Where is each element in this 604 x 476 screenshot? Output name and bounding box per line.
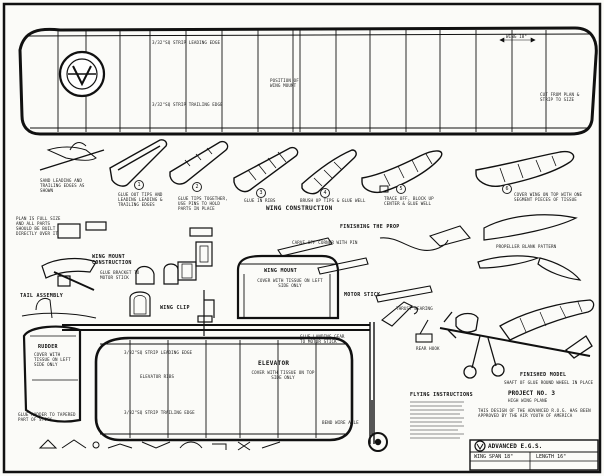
step1-frame bbox=[109, 139, 168, 187]
wing-mount-side-view bbox=[236, 254, 340, 320]
wing-mount-position-label: POSITION OF WING MOUNT bbox=[270, 78, 299, 88]
motor-stick bbox=[62, 322, 375, 444]
motor-stick-title: MOTOR STICK bbox=[344, 292, 381, 298]
length-spec: LENGTH 16" bbox=[536, 454, 567, 460]
main-wing-plan bbox=[18, 26, 598, 136]
project-note: HIGH WING PLANE bbox=[508, 398, 548, 403]
elevator-outline bbox=[94, 336, 354, 442]
plan-note: PLAN IS FULL SIZE AND ALL PARTS SHOULD B… bbox=[16, 216, 61, 236]
elevator-title: ELEVATOR bbox=[258, 360, 290, 367]
wing-mount-note: COVER WITH TISSUE ON LEFT SIDE ONLY bbox=[257, 278, 323, 288]
carve-prop-label: CARVE OFF CORNER WITH PIN bbox=[292, 240, 358, 245]
step-2-marker: 2 bbox=[192, 182, 202, 192]
step4-frame bbox=[301, 149, 357, 195]
glue-landing-gear-label: GLUE LANDING GEAR TO MOTOR STICK bbox=[300, 334, 345, 344]
sanding-hand-illustration bbox=[39, 142, 105, 171]
rudder-note: COVER WITH TISSUE ON LEFT SIDE ONLY bbox=[34, 352, 71, 367]
project-number: PROJECT NO. 3 bbox=[508, 390, 555, 397]
bend-axle-label: BEND WIRE AXLE bbox=[322, 420, 359, 425]
step-5-marker: 5 bbox=[396, 184, 406, 194]
step3-frame bbox=[233, 146, 299, 193]
air-youth-seal bbox=[58, 50, 106, 98]
wing-span-label: WING 18" bbox=[506, 34, 527, 39]
wing-span-spec: WING SPAN 18" bbox=[474, 454, 514, 460]
flying-instructions-title: FLYING INSTRUCTIONS bbox=[410, 392, 473, 398]
approval-credit: THIS DESIGN OF THE ADVANCED R.O.G. HAS B… bbox=[478, 408, 591, 418]
rudder-outline bbox=[22, 325, 82, 423]
step2-frame bbox=[169, 140, 229, 185]
glue-rudder-label: GLUE RUDDER TO TAPERED PART OF STICK bbox=[18, 412, 76, 422]
wing-mount-bracket-assembly bbox=[41, 257, 97, 291]
shaft-note-label: SHAFT OF GLUE ROUND WHEEL IN PLACE bbox=[504, 380, 594, 385]
elevator-ribs-label: ELEVATOR RIBS bbox=[140, 374, 175, 379]
elevator-trailing-edge-label: 3/32"SQ STRIP TRAILING EDGE bbox=[124, 410, 195, 415]
step5-frame bbox=[361, 150, 443, 194]
finished-model-title: FINISHED MODEL bbox=[520, 372, 567, 378]
step-4-marker: 4 bbox=[320, 188, 330, 198]
step-6-marker: 6 bbox=[502, 184, 512, 194]
rudder-title: RUDDER bbox=[38, 344, 58, 350]
step-5-note: TRACE OFF, BLOCK UP CENTER & GLUE WELL bbox=[384, 196, 434, 206]
step-3-note: GLUE IN RIBS bbox=[244, 198, 276, 203]
finished-model-drawing bbox=[439, 299, 595, 379]
cut-from-plan-label: CUT FROM PLAN & STRIP TO SIZE bbox=[540, 92, 580, 102]
propeller-blank-label: PROPELLER BLANK PATTERN bbox=[496, 244, 557, 249]
wing-mount-construction-title: WING MOUNT CONSTRUCTION bbox=[92, 254, 132, 266]
wing-clip-detail bbox=[197, 290, 215, 336]
step-2-note: GLUE TIPS TOGETHER, USE PINS TO HOLD PAR… bbox=[178, 196, 228, 211]
step-6-note: COVER WING ON TOP WITH ONE SEGMENT PIECE… bbox=[514, 192, 583, 202]
sand-edges-label: SAND LEADING AND TRAILING EDGES AS SHOWN bbox=[40, 178, 85, 193]
wing-leading-edge-label: 3/32"SQ STRIP LEADING EDGE bbox=[152, 40, 221, 45]
wing-mount-parts bbox=[57, 221, 213, 317]
elevator-note: COVER WITH TISSUE ON TOP SIDE ONLY bbox=[251, 370, 315, 380]
rear-hook-detail bbox=[381, 301, 433, 343]
elevator-leading-edge-label: 3/32"SQ STRIP LEADING EDGE bbox=[124, 350, 193, 355]
title-block bbox=[469, 439, 599, 471]
step-1-marker: 1 bbox=[134, 180, 144, 190]
landing-gear-side bbox=[368, 400, 388, 452]
propeller-blank-pattern bbox=[483, 214, 578, 241]
finished-propeller bbox=[477, 255, 582, 281]
tail-assembly-title: TAIL ASSEMBLY bbox=[20, 293, 64, 299]
wing-construction-title: WING CONSTRUCTION bbox=[266, 205, 333, 212]
wing-clip-title: WING CLIP bbox=[160, 305, 190, 311]
wing-trailing-edge-label: 3/32"SQ STRIP TRAILING EDGE bbox=[152, 102, 223, 107]
plan-title: ADVANCED E.G.S. bbox=[488, 443, 543, 450]
step-3-marker: 3 bbox=[256, 188, 266, 198]
small-parts-strip bbox=[38, 439, 281, 451]
tail-assembly-sketch bbox=[21, 297, 97, 319]
rear-hook-label: REAR HOOK bbox=[416, 346, 440, 351]
step6-wing bbox=[475, 150, 575, 188]
wing-span-dimension bbox=[499, 37, 536, 43]
flying-instructions-text bbox=[410, 401, 464, 439]
wing-mount-title: WING MOUNT bbox=[264, 268, 298, 274]
thrust-bearing-label: THRUST BEARING bbox=[396, 306, 433, 311]
propeller-carving bbox=[277, 225, 471, 303]
step-1-note: GLUE OUT TIPS AND LEADING LEADING & TRAI… bbox=[118, 192, 163, 207]
step-4-note: BRUSH UP TIPS & GLUE WELL bbox=[300, 198, 366, 203]
finishing-prop-title: FINISHING THE PROP bbox=[340, 224, 400, 230]
glue-bracket-label: GLUE BRACKET TO MOTOR STICK bbox=[100, 270, 140, 280]
